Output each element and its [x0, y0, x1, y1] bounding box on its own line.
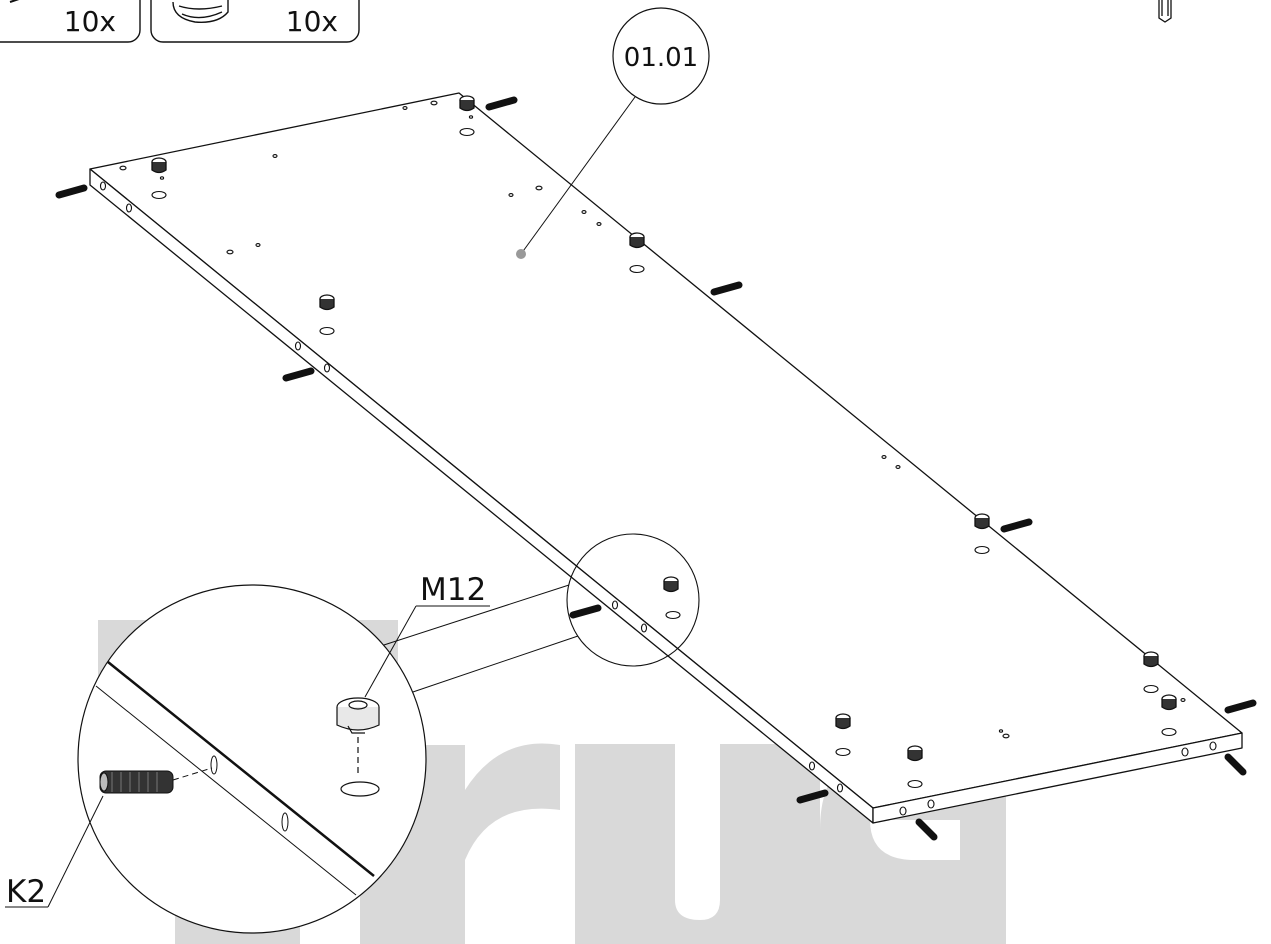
dowel-icon: [569, 604, 602, 619]
dowel-icon: [1224, 699, 1257, 714]
detail-connector-lower: [406, 635, 579, 695]
magnified-panel-edge: [95, 661, 375, 896]
dowel-icon: [710, 281, 743, 296]
label-m12: M12: [420, 572, 486, 608]
panel-side-edge: [872, 732, 1243, 824]
magnified-cam-lock: [336, 697, 380, 797]
dowel-icon: [55, 184, 88, 199]
dowels: [55, 96, 1257, 841]
magnified-dowel: [99, 767, 213, 794]
label-m12-leader: [364, 605, 417, 698]
step-bubble-leader: [520, 96, 636, 255]
dowel-icon: [485, 96, 518, 111]
cam-lock-icon: [663, 576, 679, 593]
parts-box-cell-dowel: [0, 0, 141, 43]
cam-locks-on-panel: [151, 95, 1177, 762]
parts-box-quantity-dowel: 10x: [64, 5, 116, 38]
step-label: 01.01: [624, 43, 698, 73]
dowel-icon: [9, 0, 20, 3]
detail-source-circle: [566, 533, 700, 667]
cam-lock-icon: [459, 95, 475, 112]
cam-lock-icon: [172, 0, 229, 23]
leader-dot: [516, 249, 526, 259]
label-k2-leader: [47, 795, 104, 908]
step-bubble-circle: [612, 7, 710, 105]
cropped-hardware-part: [1158, 0, 1172, 23]
watermark-letter-u: [575, 744, 820, 944]
dowel-icon: [1000, 518, 1033, 533]
panel-holes: [99, 100, 1217, 816]
detail-magnified-circle: [77, 584, 427, 934]
cam-lock-icon: [835, 713, 851, 730]
cam-lock-icon: [629, 232, 645, 249]
detail-connector-upper: [352, 584, 570, 656]
cam-lock-icon: [151, 157, 167, 174]
label-k2: K2: [6, 874, 46, 910]
panel-01-01: [89, 92, 1243, 824]
dowel-icon: [282, 367, 315, 382]
dowel-icon: [1224, 753, 1247, 776]
step-bubble: 01.01: [516, 7, 710, 259]
parts-box: 10x 10x: [0, 0, 360, 43]
parts-box-cell-cam-lock: [150, 0, 360, 43]
detail-callout: M12 K2: [5, 533, 700, 934]
cam-lock-icon: [1161, 694, 1177, 711]
cam-lock-icon: [1143, 651, 1159, 668]
cam-lock-icon: [974, 513, 990, 530]
dowel-icon: [796, 789, 829, 804]
cam-lock-icon: [907, 745, 923, 762]
dowel-icon: [915, 818, 938, 841]
parts-box-quantity-cam-lock: 10x: [286, 5, 338, 38]
cam-lock-icon: [319, 294, 335, 311]
